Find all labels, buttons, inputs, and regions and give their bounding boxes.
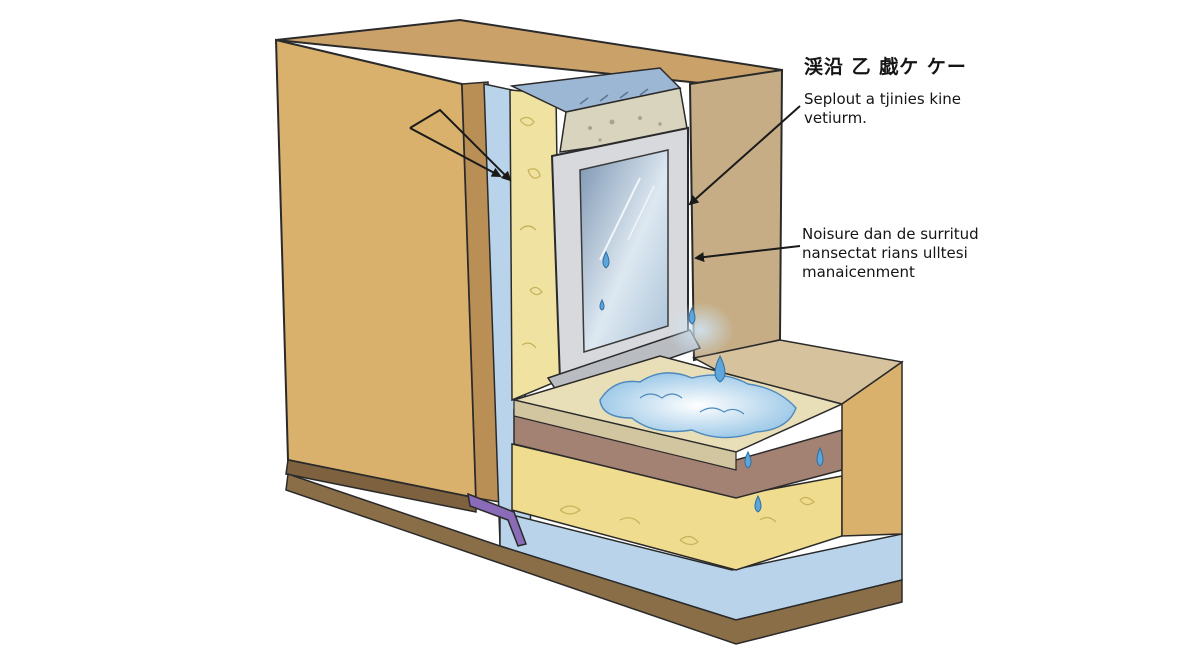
annotation-2: Noisure dan de surritud nansectat rians … <box>802 225 979 282</box>
water-drop <box>744 450 752 469</box>
wall-front-face <box>274 38 478 500</box>
drain-flashing <box>467 492 527 547</box>
sill-slab-edge <box>513 399 737 471</box>
window-glass <box>579 149 669 354</box>
wall-base-shadow <box>285 459 477 513</box>
glass-droplet <box>599 298 605 311</box>
annotation-1: Seplout a tjinies kine vetiurm. <box>804 90 961 128</box>
insulation-vertical <box>509 89 561 402</box>
arrow-to-membrane-2 <box>409 127 502 177</box>
window <box>546 126 702 397</box>
annotation-2-line-3: manaicenment <box>802 263 915 281</box>
annotation-2-line-2: nansectat rians ulltesi <box>802 244 968 262</box>
water-drop <box>816 446 824 467</box>
right-step-face <box>841 360 903 537</box>
water-drop <box>714 354 726 383</box>
water-pool <box>599 372 797 439</box>
annotation-1-line-2: vetiurm. <box>804 109 867 127</box>
footing <box>285 472 903 645</box>
moisture-mist <box>666 302 734 358</box>
arrow-to-membrane <box>409 108 512 182</box>
annotation-1-line-1: Seplout a tjinies kine <box>804 90 962 108</box>
leader-lines <box>409 105 801 263</box>
water-elements <box>599 302 824 513</box>
diagram-title: 渓沿 乙 戯ケ ケー <box>804 56 967 78</box>
water-drop <box>688 306 696 325</box>
arrow-to-window <box>688 105 801 206</box>
annotation-2-line-1: Noisure dan de surritud <box>802 225 979 243</box>
arrow-to-wall <box>694 245 801 263</box>
water-drop <box>754 494 762 513</box>
glass-droplet <box>602 250 610 269</box>
